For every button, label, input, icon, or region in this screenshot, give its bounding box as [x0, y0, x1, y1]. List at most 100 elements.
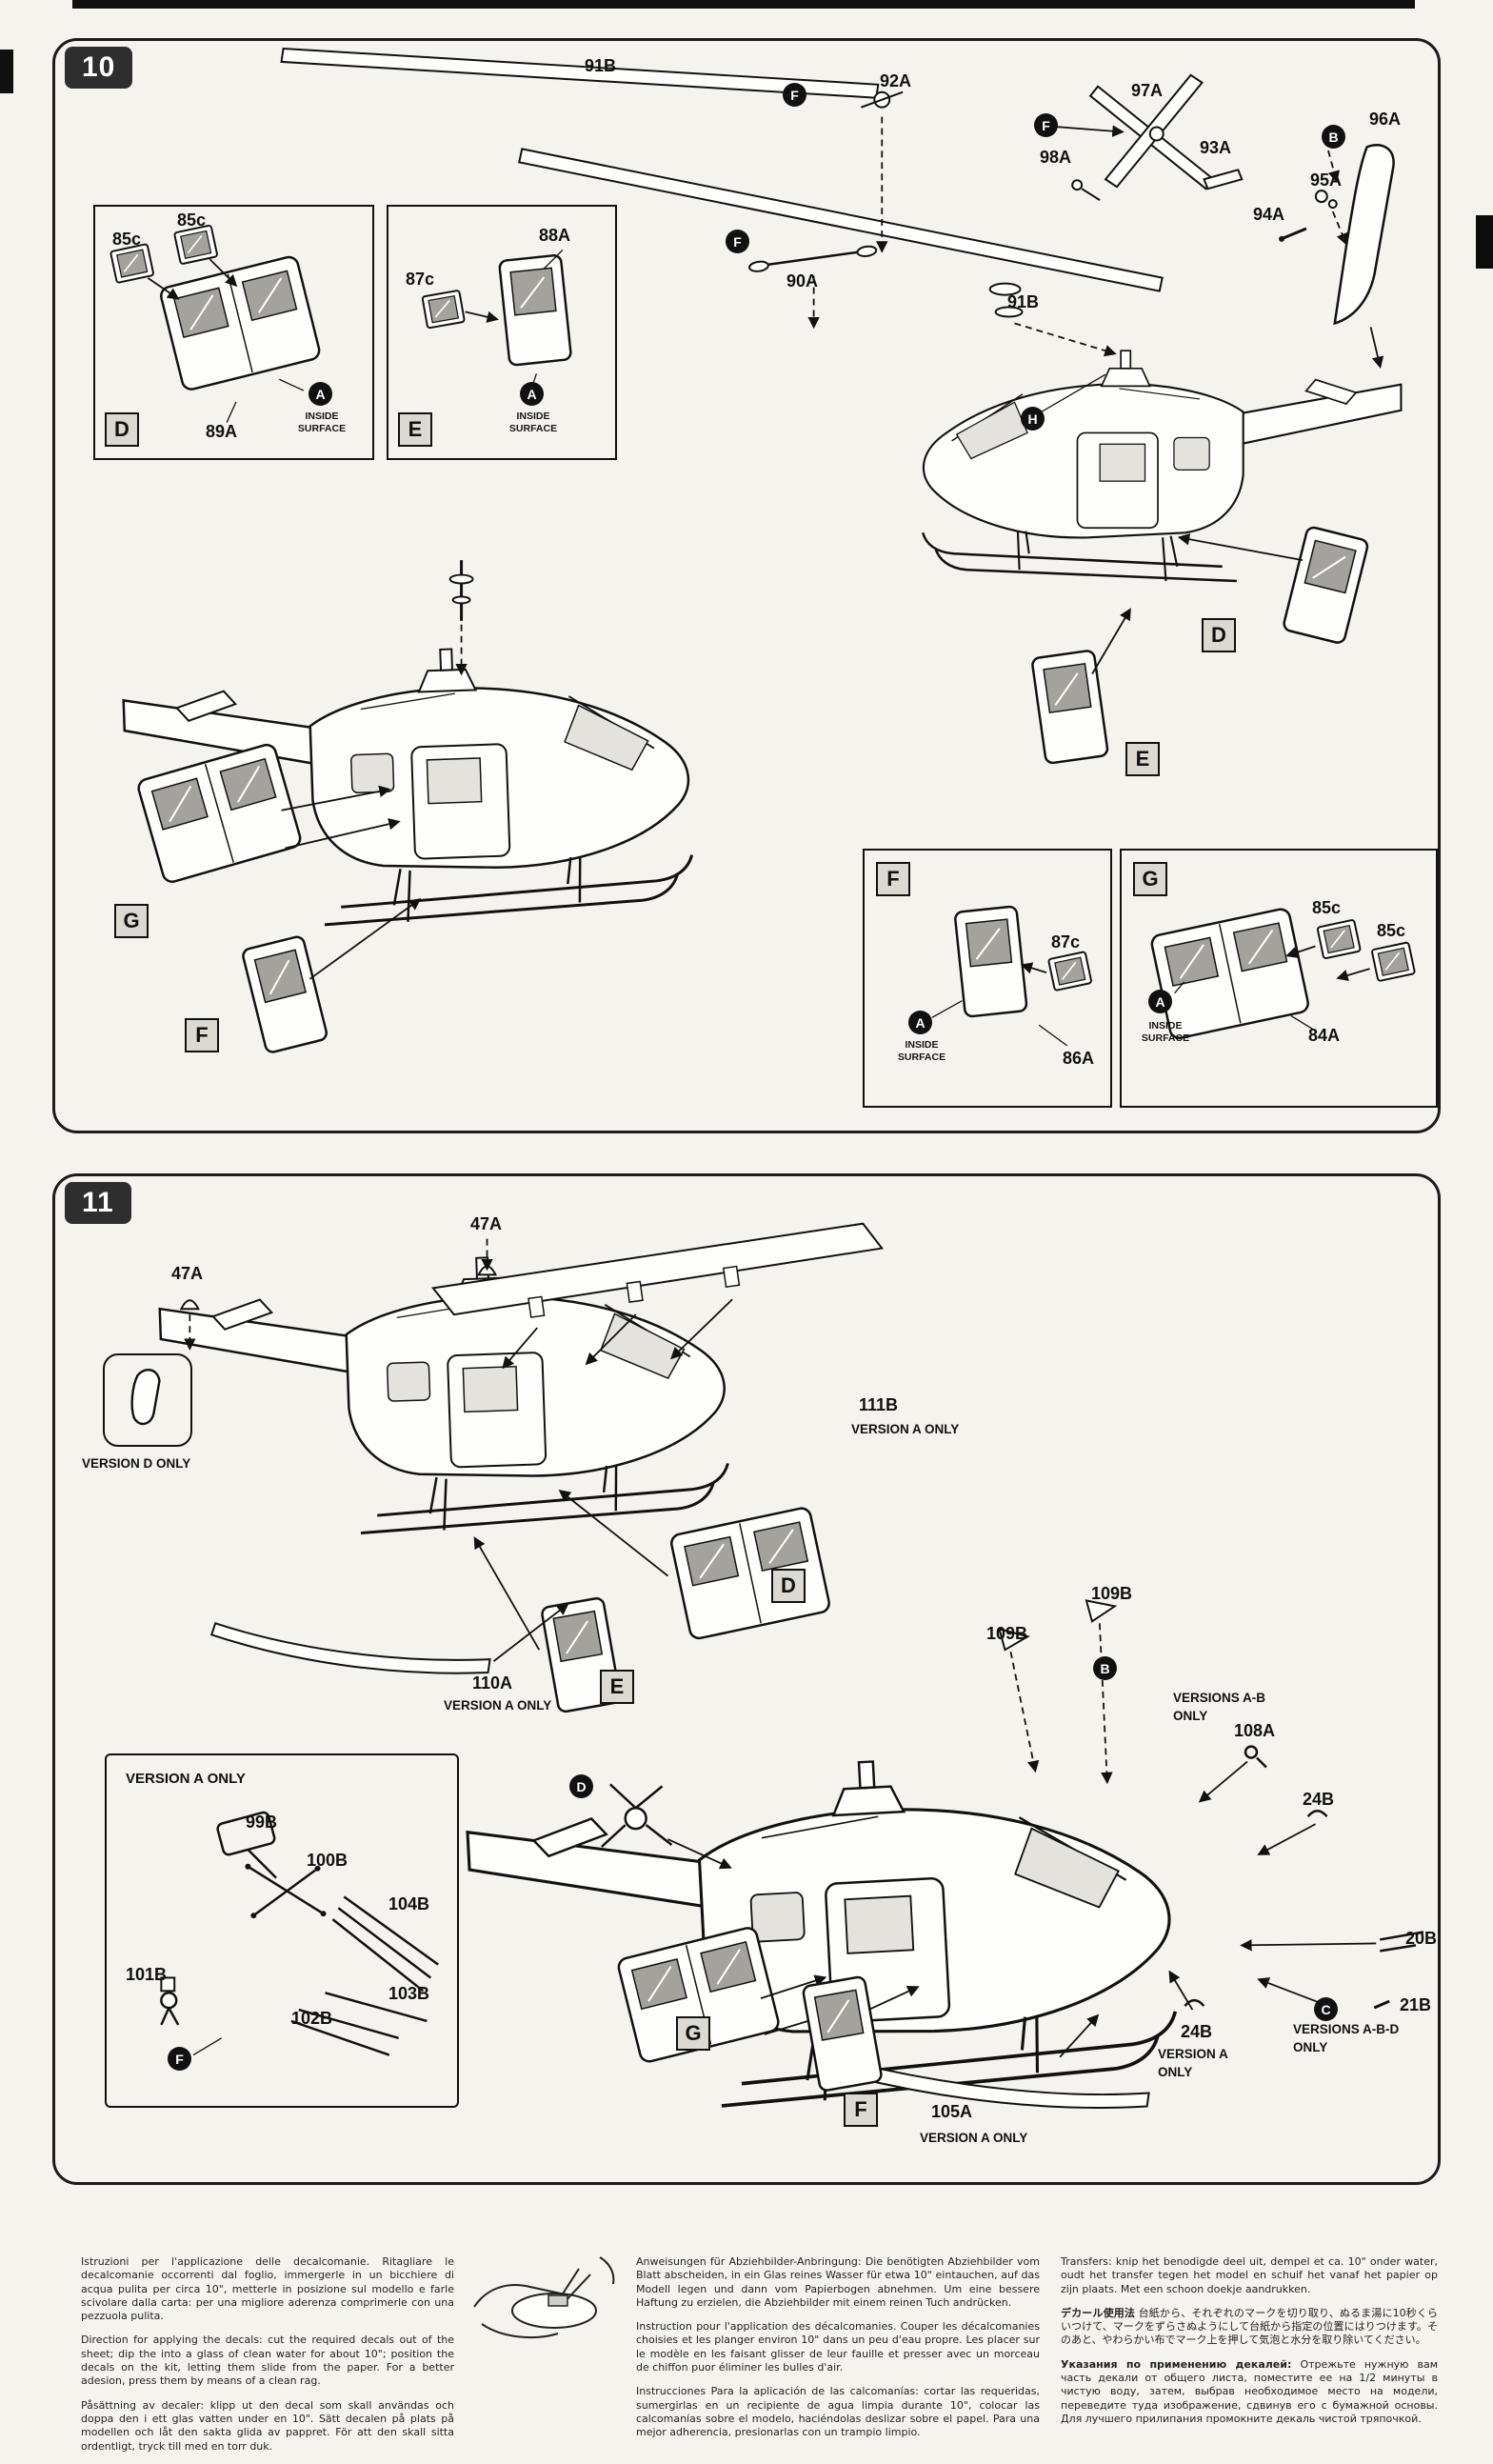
instructions-german: Anweisungen für Abziehbilder-Anbringung:… — [636, 2255, 1040, 2309]
detail-box-d-badge: D — [105, 412, 139, 447]
part-label-105a: 105A — [931, 2102, 973, 2121]
part-label-111b: 111B — [859, 1395, 899, 1414]
inside-surface-line2: SURFACE — [297, 422, 347, 434]
instructions-italian: Istruzioni per l'applicazione delle deca… — [81, 2255, 454, 2323]
detail-box-g: G 85c 85c A INSIDE SURFACE 84A — [1120, 849, 1438, 1108]
roof-strip-111b — [431, 1222, 885, 1318]
glue-symbol-f: F — [168, 2047, 191, 2071]
versions-ab-label: VERSIONS A-B — [1173, 1691, 1266, 1705]
detail-box-f-art — [931, 905, 1093, 1047]
versions-ab-only: ONLY — [1173, 1709, 1208, 1723]
inside-surface-marker-a: A — [1148, 990, 1172, 1013]
step-11-diagram — [156, 1222, 1424, 2120]
part-label-92a: 92A — [880, 71, 912, 90]
door-panel-d — [668, 1505, 832, 1642]
part-label-86a: 86A — [1063, 1049, 1095, 1068]
pitot-20b — [1380, 1931, 1424, 1953]
footer-column-3: Transfers: knip het benodigde deel uit, … — [1061, 2255, 1438, 2436]
registration-mark-left — [0, 50, 13, 93]
step-10-panel: 10 — [52, 38, 1441, 1133]
inside-surface-note: INSIDE SURFACE — [282, 411, 362, 434]
part-label-87c: 87c — [1051, 932, 1081, 952]
part-label-97a: 97A — [1131, 81, 1164, 100]
part-label-101b: 101B — [126, 1965, 168, 1984]
version-a-only-label: VERSION A ONLY — [851, 1422, 960, 1436]
detail-box-d-art — [109, 224, 323, 423]
part-label-102b: 102B — [291, 2009, 333, 2028]
detail-box-e: 88A 87c A INSIDE SURFACE E — [387, 205, 617, 460]
part-label-104b: 104B — [388, 1894, 430, 1913]
panel-ref-d: D — [1202, 618, 1236, 652]
detail-box-f-badge: F — [876, 862, 910, 896]
pin-94a — [1279, 227, 1307, 242]
part-21b — [1373, 1999, 1390, 2010]
footer-column-2: Anweisungen für Abziehbilder-Anbringung:… — [636, 2255, 1040, 2451]
part-label-84a: 84A — [1308, 1026, 1341, 1045]
instructions-dutch: Transfers: knip het benodigde deel uit, … — [1061, 2255, 1438, 2295]
footer-column-1: Istruzioni per l'applicazione delle deca… — [81, 2255, 454, 2464]
version-a-only-label: VERSION A ONLY — [444, 1698, 552, 1713]
version-a-label: VERSION A — [1158, 2047, 1228, 2061]
version-a-only-word: ONLY — [1158, 2065, 1193, 2079]
part-label-47a: 47A — [470, 1214, 503, 1233]
tail-fin-96a — [1333, 143, 1395, 326]
inside-surface-line1: INSIDE — [516, 411, 550, 422]
panel-ref-e: E — [600, 1670, 634, 1704]
step-10-number-badge: 10 — [65, 47, 133, 89]
handle-24b-2 — [1184, 1998, 1205, 2007]
inside-surface-line1: INSIDE — [1148, 1020, 1183, 1032]
part-label-110a: 110A — [472, 1673, 513, 1693]
part-label-89a: 89A — [206, 422, 238, 441]
instructions-japanese-body: 台紙から、それぞれのマークを切り取り、ぬるま湯に10秒くらいつけて、マークをずら… — [1061, 2306, 1439, 2347]
inside-surface-marker-a: A — [908, 1011, 932, 1034]
step-10-diagram — [120, 47, 1403, 1055]
antenna-109b — [998, 1627, 1030, 1652]
part-95a — [1314, 190, 1338, 210]
part-label-85c: 85c — [1377, 921, 1406, 940]
detail-box-f: F 87c A INSIDE SURFACE 86A — [863, 849, 1112, 1108]
glue-symbol-h: H — [1021, 407, 1045, 431]
panel-ref-f: F — [185, 1018, 219, 1052]
glue-symbol-d: D — [569, 1774, 593, 1798]
door-panel-g — [135, 741, 304, 886]
antenna-109b-2 — [1085, 1599, 1118, 1623]
beacon-47a-version-d — [179, 1299, 200, 1311]
inside-surface-note: INSIDE SURFACE — [882, 1039, 962, 1063]
version-d-part-art — [130, 1369, 161, 1426]
part-label-85c: 85c — [1312, 898, 1342, 917]
swashplate — [988, 282, 1024, 318]
part-label-94a: 94A — [1253, 205, 1285, 224]
glue-symbol-f: F — [1034, 113, 1058, 137]
part-label-109b-2: 109B — [986, 1624, 1028, 1643]
part-label-91b: 91B — [585, 56, 617, 75]
part-label-88a: 88A — [539, 226, 571, 245]
door-panel-d — [1281, 525, 1370, 646]
registration-mark-right — [1476, 215, 1493, 269]
detail-box-g-badge: G — [1133, 862, 1167, 896]
version-d-only-label: VERSION D ONLY — [82, 1456, 191, 1471]
detail-box-e-badge: E — [398, 412, 432, 447]
stabilizer-bar-90a — [748, 245, 878, 272]
part-label-96a: 96A — [1369, 110, 1402, 129]
part-label-93a: 93A — [1200, 138, 1232, 157]
inside-surface-line1: INSIDE — [905, 1039, 939, 1051]
step-11-panel: 11 — [52, 1173, 1441, 2185]
part-label-98a: 98A — [1040, 148, 1072, 167]
glue-symbol-f: F — [783, 83, 806, 107]
panel-ref-g: G — [114, 904, 149, 938]
glue-symbol-b: B — [1093, 1656, 1117, 1680]
version-a-only-label: VERSION A ONLY — [920, 2131, 1028, 2145]
part-label-108a: 108A — [1234, 1721, 1276, 1740]
inside-surface-line2: SURFACE — [897, 1051, 946, 1063]
part-label-87c: 87c — [406, 270, 435, 289]
detail-box-d: 85c 85c 89A A INSIDE SURFACE D — [93, 205, 374, 460]
instructions-english: Direction for applying the decals: cut t… — [81, 2334, 454, 2388]
version-a-box-title: VERSION A ONLY — [126, 1771, 246, 1787]
strip-105a — [848, 2061, 1150, 2109]
versions-abd-only: ONLY — [1293, 2040, 1328, 2054]
part-label-90a: 90A — [786, 271, 819, 290]
glue-symbol-b: B — [1322, 125, 1345, 149]
rotor-mast-exploded — [448, 560, 474, 621]
instructions-japanese: デカール使用法 台紙から、それぞれのマークを切り取り、ぬるま湯に10秒くらいつけ… — [1061, 2307, 1438, 2348]
